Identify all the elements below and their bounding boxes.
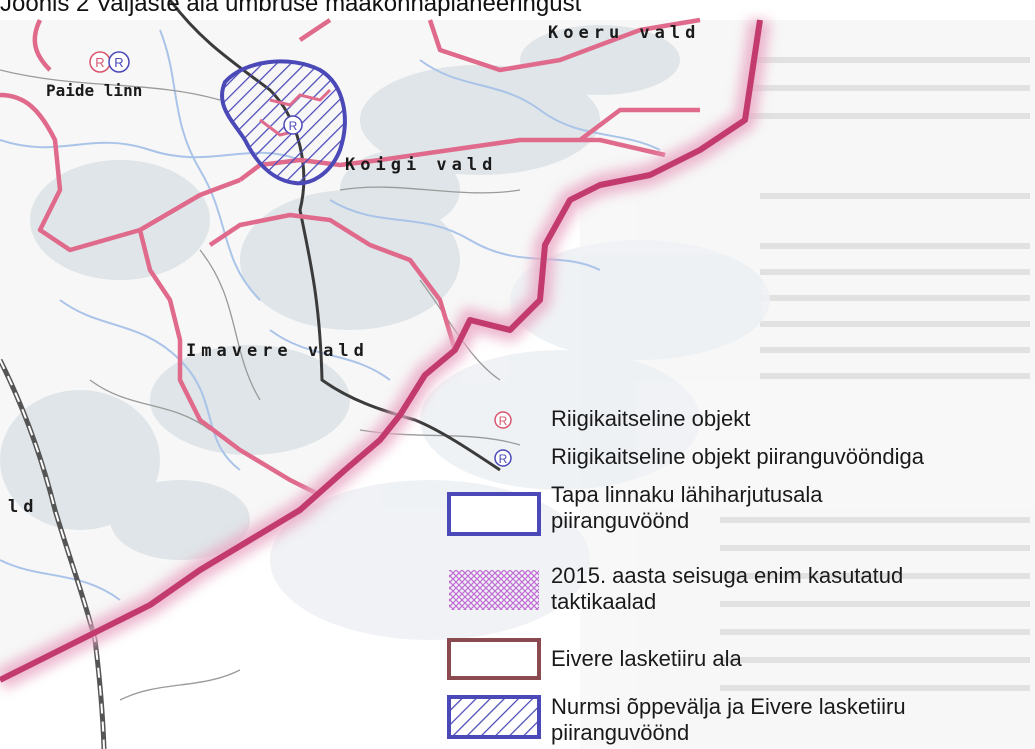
- legend-item-nurmsi: Nurmsi õppevälja ja Eivere lasketiiru pi…: [551, 694, 906, 746]
- legend-label: Eivere lasketiiru ala: [551, 646, 742, 671]
- municipality-boundaries: [0, 17, 701, 498]
- figure-caption: Joonis 2 Valjaste ala ümbruse maakonnapl…: [0, 0, 582, 17]
- svg-text:R: R: [499, 452, 508, 466]
- nurmsi-restriction-zone: [220, 59, 347, 186]
- legend-item-red-r: Riigikaitseline objekt: [551, 406, 750, 432]
- legend-label: 2015. aasta seisuga enim kasutatud: [551, 563, 904, 588]
- svg-text:R: R: [114, 55, 123, 70]
- legend-label: Tapa linnaku lähiharjutusala: [551, 482, 823, 507]
- legend-item-tapa: Tapa linnaku lähiharjutusala piiranguvöö…: [551, 482, 823, 534]
- legend-label: Riigikaitseline objekt piiranguvööndiga: [551, 444, 925, 469]
- label-koeru: Koeru vald: [548, 23, 700, 43]
- red-r-circle-icon: [494, 411, 512, 429]
- forest-areas: [0, 25, 680, 560]
- legend-label: piiranguvöönd: [551, 720, 690, 745]
- label-paide: Paide linn: [46, 81, 142, 100]
- svg-text:R: R: [499, 414, 508, 428]
- brown-outline-rect-icon: [447, 638, 541, 680]
- legend-symbols: R R: [447, 411, 541, 739]
- legend-item-eivere: Eivere lasketiiru ala: [551, 646, 742, 672]
- label-imavere: Imavere vald: [186, 341, 369, 361]
- rivers: [0, 29, 661, 601]
- blue-hatched-rect-icon: [447, 695, 541, 739]
- legend-label: Nurmsi õppevälja ja Eivere lasketiiru: [551, 694, 906, 719]
- blue-r-circle-icon: [494, 449, 512, 467]
- paide-defence-objects: R R: [89, 51, 130, 73]
- legend-label: taktikaalad: [551, 589, 657, 614]
- county-border: [0, 19, 763, 683]
- blue-outline-rect-icon: [447, 492, 541, 536]
- label-cut-left: ld: [8, 497, 38, 517]
- legend-label: Riigikaitseline objekt: [551, 406, 751, 431]
- legend-item-blue-r: Riigikaitseline objekt piiranguvööndiga: [551, 444, 924, 470]
- label-koigi: Koigi vald: [345, 155, 497, 175]
- blue-r-circle-icon: [108, 51, 130, 73]
- blue-r-circle-icon: [283, 115, 303, 135]
- purple-crosshatch-icon: [449, 570, 539, 610]
- svg-text:R: R: [289, 119, 298, 133]
- svg-text:R: R: [95, 55, 104, 70]
- legend-item-tactical-areas: 2015. aasta seisuga enim kasutatud takti…: [551, 563, 903, 615]
- legend-label: piiranguvöönd: [551, 508, 690, 533]
